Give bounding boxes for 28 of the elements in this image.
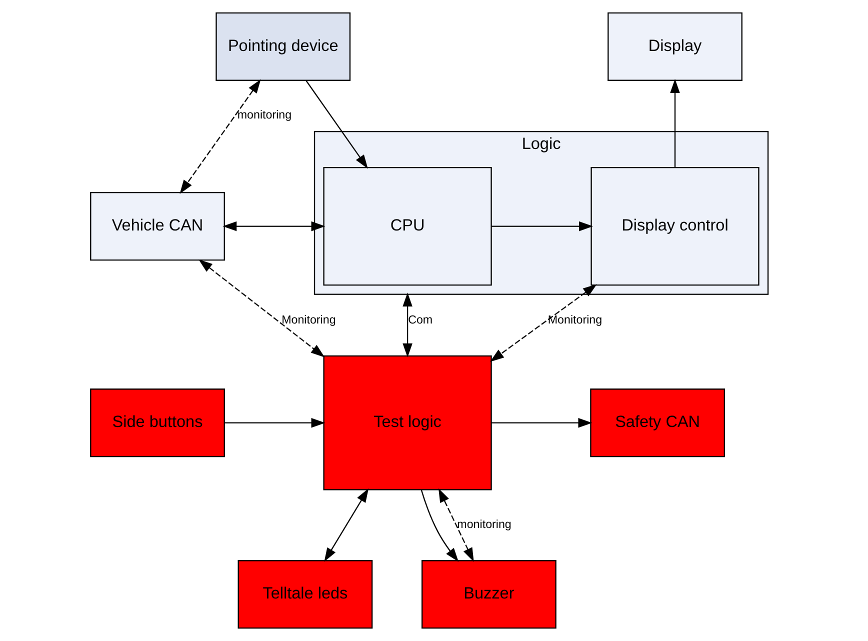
arrow <box>490 284 597 362</box>
arrow <box>222 221 326 232</box>
node-box: Display <box>608 12 742 81</box>
arrow <box>198 259 325 358</box>
node-box: Safety CAN <box>590 388 726 458</box>
node-box: Pointing device <box>216 12 351 81</box>
edge-label: Monitoring <box>548 313 602 326</box>
arrow <box>180 79 261 194</box>
arrow <box>306 80 368 169</box>
node-box: Test logic <box>323 355 492 490</box>
arrow <box>438 488 474 562</box>
edge-label: monitoring <box>237 108 292 122</box>
arrow <box>402 292 412 358</box>
edge-label: monitoring <box>457 518 512 532</box>
node-box: Vehicle CAN <box>90 192 225 261</box>
node-box: Display control <box>590 167 760 286</box>
edge-label: Com <box>408 313 433 326</box>
node-box: Telltale leds <box>238 560 373 629</box>
node-box: CPU <box>323 167 492 286</box>
arrow <box>492 418 592 428</box>
arrow <box>670 78 680 168</box>
arrow <box>420 490 459 562</box>
node-box: Side buttons <box>90 388 225 458</box>
node-box: Buzzer <box>422 560 556 629</box>
arrow <box>492 221 593 232</box>
edge-label: Monitoring <box>282 313 336 326</box>
arrow <box>224 418 326 428</box>
arrow <box>324 488 369 562</box>
